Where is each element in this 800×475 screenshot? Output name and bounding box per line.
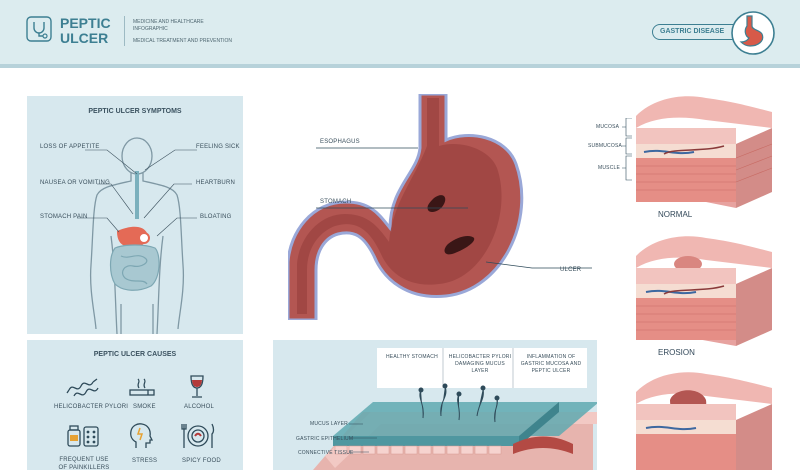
cause-painkillers: FREQUENT USE OF PAINKILLERS — [58, 457, 110, 471]
mucosa-top-healthy: HEALTHY STOMACH — [386, 354, 438, 360]
cause-stress: STRESS — [132, 458, 158, 464]
header-title-line1: PEPTIC — [60, 15, 111, 31]
cigarette-icon — [128, 376, 158, 398]
wine-glass-icon — [186, 374, 208, 400]
tissue-block-ulcer — [634, 372, 774, 470]
symptom-heartburn: HEARTBURN — [196, 180, 236, 186]
tissue-block-normal — [634, 96, 774, 208]
label-esophagus: ESOPHAGUS — [320, 139, 360, 145]
cause-helicobacter: HELICOBACTER PYLORI — [54, 404, 129, 410]
causes-title: PEPTIC ULCER CAUSES — [93, 351, 177, 358]
mucosa-illustration — [273, 340, 599, 470]
stress-head-icon — [128, 422, 156, 450]
causes-panel: PEPTIC ULCER CAUSES — [27, 340, 243, 470]
plate-cutlery-icon — [180, 422, 216, 450]
symptom-feeling-sick: FEELING SICK — [196, 144, 240, 150]
symptom-nausea: NAUSEA OR VOMITING — [40, 180, 110, 186]
stomach-illustration — [286, 92, 560, 322]
cause-spicy-food: SPICY FOOD — [182, 458, 221, 464]
tissue-layer-brackets — [622, 117, 636, 182]
mucosa-side-mucus: MUCUS LAYER — [310, 421, 348, 427]
header-sub-line3: MEDICAL TREATMENT AND PREVENTION — [133, 38, 232, 44]
cause-smoke: SMOKE — [133, 404, 156, 410]
tissue-layer-submucosa: SUBMUCOSA — [588, 143, 623, 149]
tissue-layer-mucosa: MUCOSA — [596, 124, 620, 130]
header-separator — [124, 16, 125, 46]
stomach-badge-icon — [730, 10, 776, 56]
caption-normal: NORMAL — [658, 210, 693, 219]
mucosa-side-connective: CONNECTIVE TISSUE — [298, 450, 354, 456]
mucosa-side-epithelium: GASTRIC EPITHELIUM — [296, 436, 354, 442]
cause-alcohol: ALCOHOL — [184, 404, 215, 410]
gastric-disease-label: GASTRIC DISEASE — [660, 28, 725, 35]
header-divider — [0, 64, 800, 68]
header-title-line2: ULCER — [60, 30, 109, 46]
symptom-loss-of-appetite: LOSS OF APPETITE — [40, 144, 100, 150]
mucosa-top-helicobacter: HELICOBACTER PYLORI DAMAGING MUCUS LAYER — [448, 354, 512, 374]
tissue-layer-muscle: MUSCLE — [598, 165, 621, 171]
body-outline-figure — [27, 96, 243, 335]
label-ulcer: ULCER — [560, 267, 582, 273]
caption-erosion: EROSION — [658, 348, 695, 357]
label-stomach: STOMACH — [320, 199, 352, 205]
symptom-bloating: BLOATING — [200, 214, 232, 220]
symptom-stomach-pain: STOMACH PAIN — [40, 214, 88, 220]
header-sub-line1: MEDICINE AND HEALTHCARE — [133, 19, 204, 25]
bacteria-icon — [66, 376, 100, 398]
header-sub-line2: INFOGRAPHIC — [133, 26, 168, 32]
stomach-leader-lines — [316, 140, 592, 280]
tissue-block-erosion — [634, 236, 774, 346]
symptoms-title: PEPTIC ULCER SYMPTOMS — [88, 108, 182, 115]
header-bar — [0, 0, 800, 64]
stethoscope-icon — [26, 16, 52, 42]
mucosa-top-inflammation: INFLAMMATION OF GASTRIC MUCOSA AND PEPTI… — [520, 354, 582, 374]
pills-icon — [66, 424, 102, 448]
